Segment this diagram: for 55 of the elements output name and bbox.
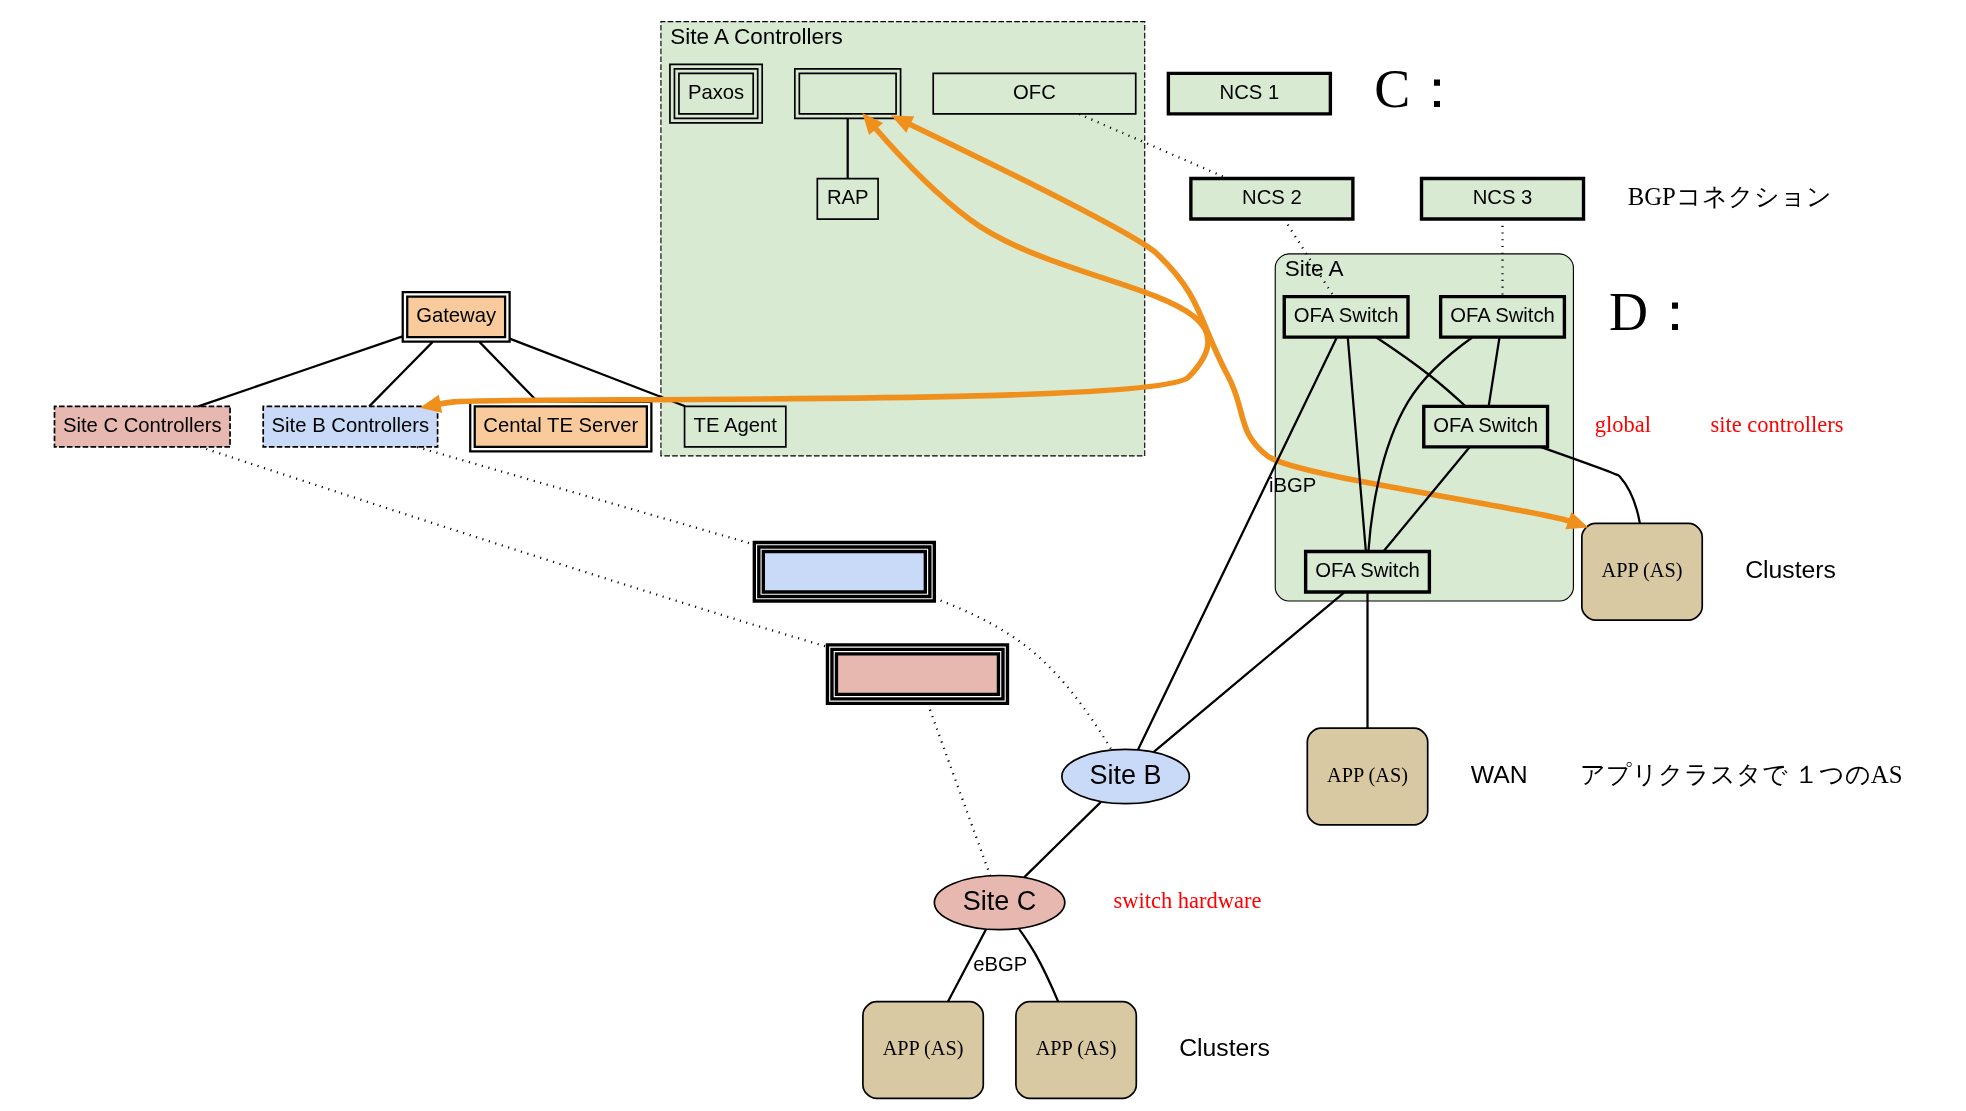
connector — [368, 341, 434, 408]
connector — [197, 335, 403, 408]
node-box: APP (AS) — [1581, 522, 1704, 621]
node-box: APP (AS) — [862, 1000, 985, 1100]
node-box: NCS 3 — [1419, 176, 1586, 221]
connector — [1366, 592, 1369, 728]
node-box: APP (AS) — [1306, 727, 1429, 826]
node-box: NCS 2 — [1189, 176, 1355, 221]
label: Clusters — [1745, 556, 1836, 584]
node-box: RAP — [816, 177, 879, 220]
node-ellipse: Site B — [1061, 748, 1191, 805]
label: BGPコネクション — [1627, 183, 1832, 211]
label: D： — [1609, 282, 1703, 343]
connector — [947, 928, 988, 1003]
connector — [933, 597, 1113, 751]
node-box: Site C Controllers — [53, 405, 231, 448]
node-box: OFC — [932, 72, 1137, 115]
arrow — [419, 113, 1211, 413]
connector — [1136, 336, 1338, 751]
node-box: Cental TE Server — [469, 400, 653, 453]
node-box: Paxos — [669, 63, 764, 124]
node-box: NCS 1 — [1166, 71, 1333, 116]
label: アプリクラスタで １つのAS — [1579, 760, 1903, 788]
node-box: APP (AS) — [1015, 1000, 1138, 1100]
arrow — [891, 115, 1589, 530]
node-box — [752, 540, 937, 603]
connector — [1346, 337, 1367, 552]
connector — [1152, 591, 1346, 753]
node-box — [793, 68, 902, 120]
edge-label: eBGP — [973, 952, 1028, 975]
connector — [509, 337, 686, 408]
connector — [199, 445, 828, 648]
node-box: Site B Controllers — [262, 405, 439, 448]
label: Clusters — [1179, 1034, 1271, 1062]
connector — [1367, 336, 1474, 552]
connector — [1382, 446, 1471, 552]
connector — [846, 118, 849, 179]
node-box: OFA Switch — [1438, 295, 1567, 339]
label: global — [1594, 412, 1652, 438]
node-box: OFA Switch — [1282, 295, 1410, 339]
node-box: Gateway — [401, 291, 511, 343]
connector — [1487, 337, 1501, 407]
label: WAN — [1470, 760, 1528, 788]
connector — [1018, 928, 1060, 1002]
connector — [1023, 801, 1102, 879]
connector — [1540, 445, 1641, 524]
node-box: OFA Switch — [1422, 404, 1550, 449]
node-box — [825, 643, 1010, 706]
node-box: OFA Switch — [1303, 549, 1432, 594]
label: site controllers — [1710, 412, 1844, 438]
label: C： — [1374, 58, 1465, 119]
label: switch hardware — [1113, 888, 1262, 914]
node-ellipse: Site C — [933, 874, 1066, 931]
connector — [1375, 336, 1467, 407]
node-box: TE Agent — [683, 405, 787, 448]
